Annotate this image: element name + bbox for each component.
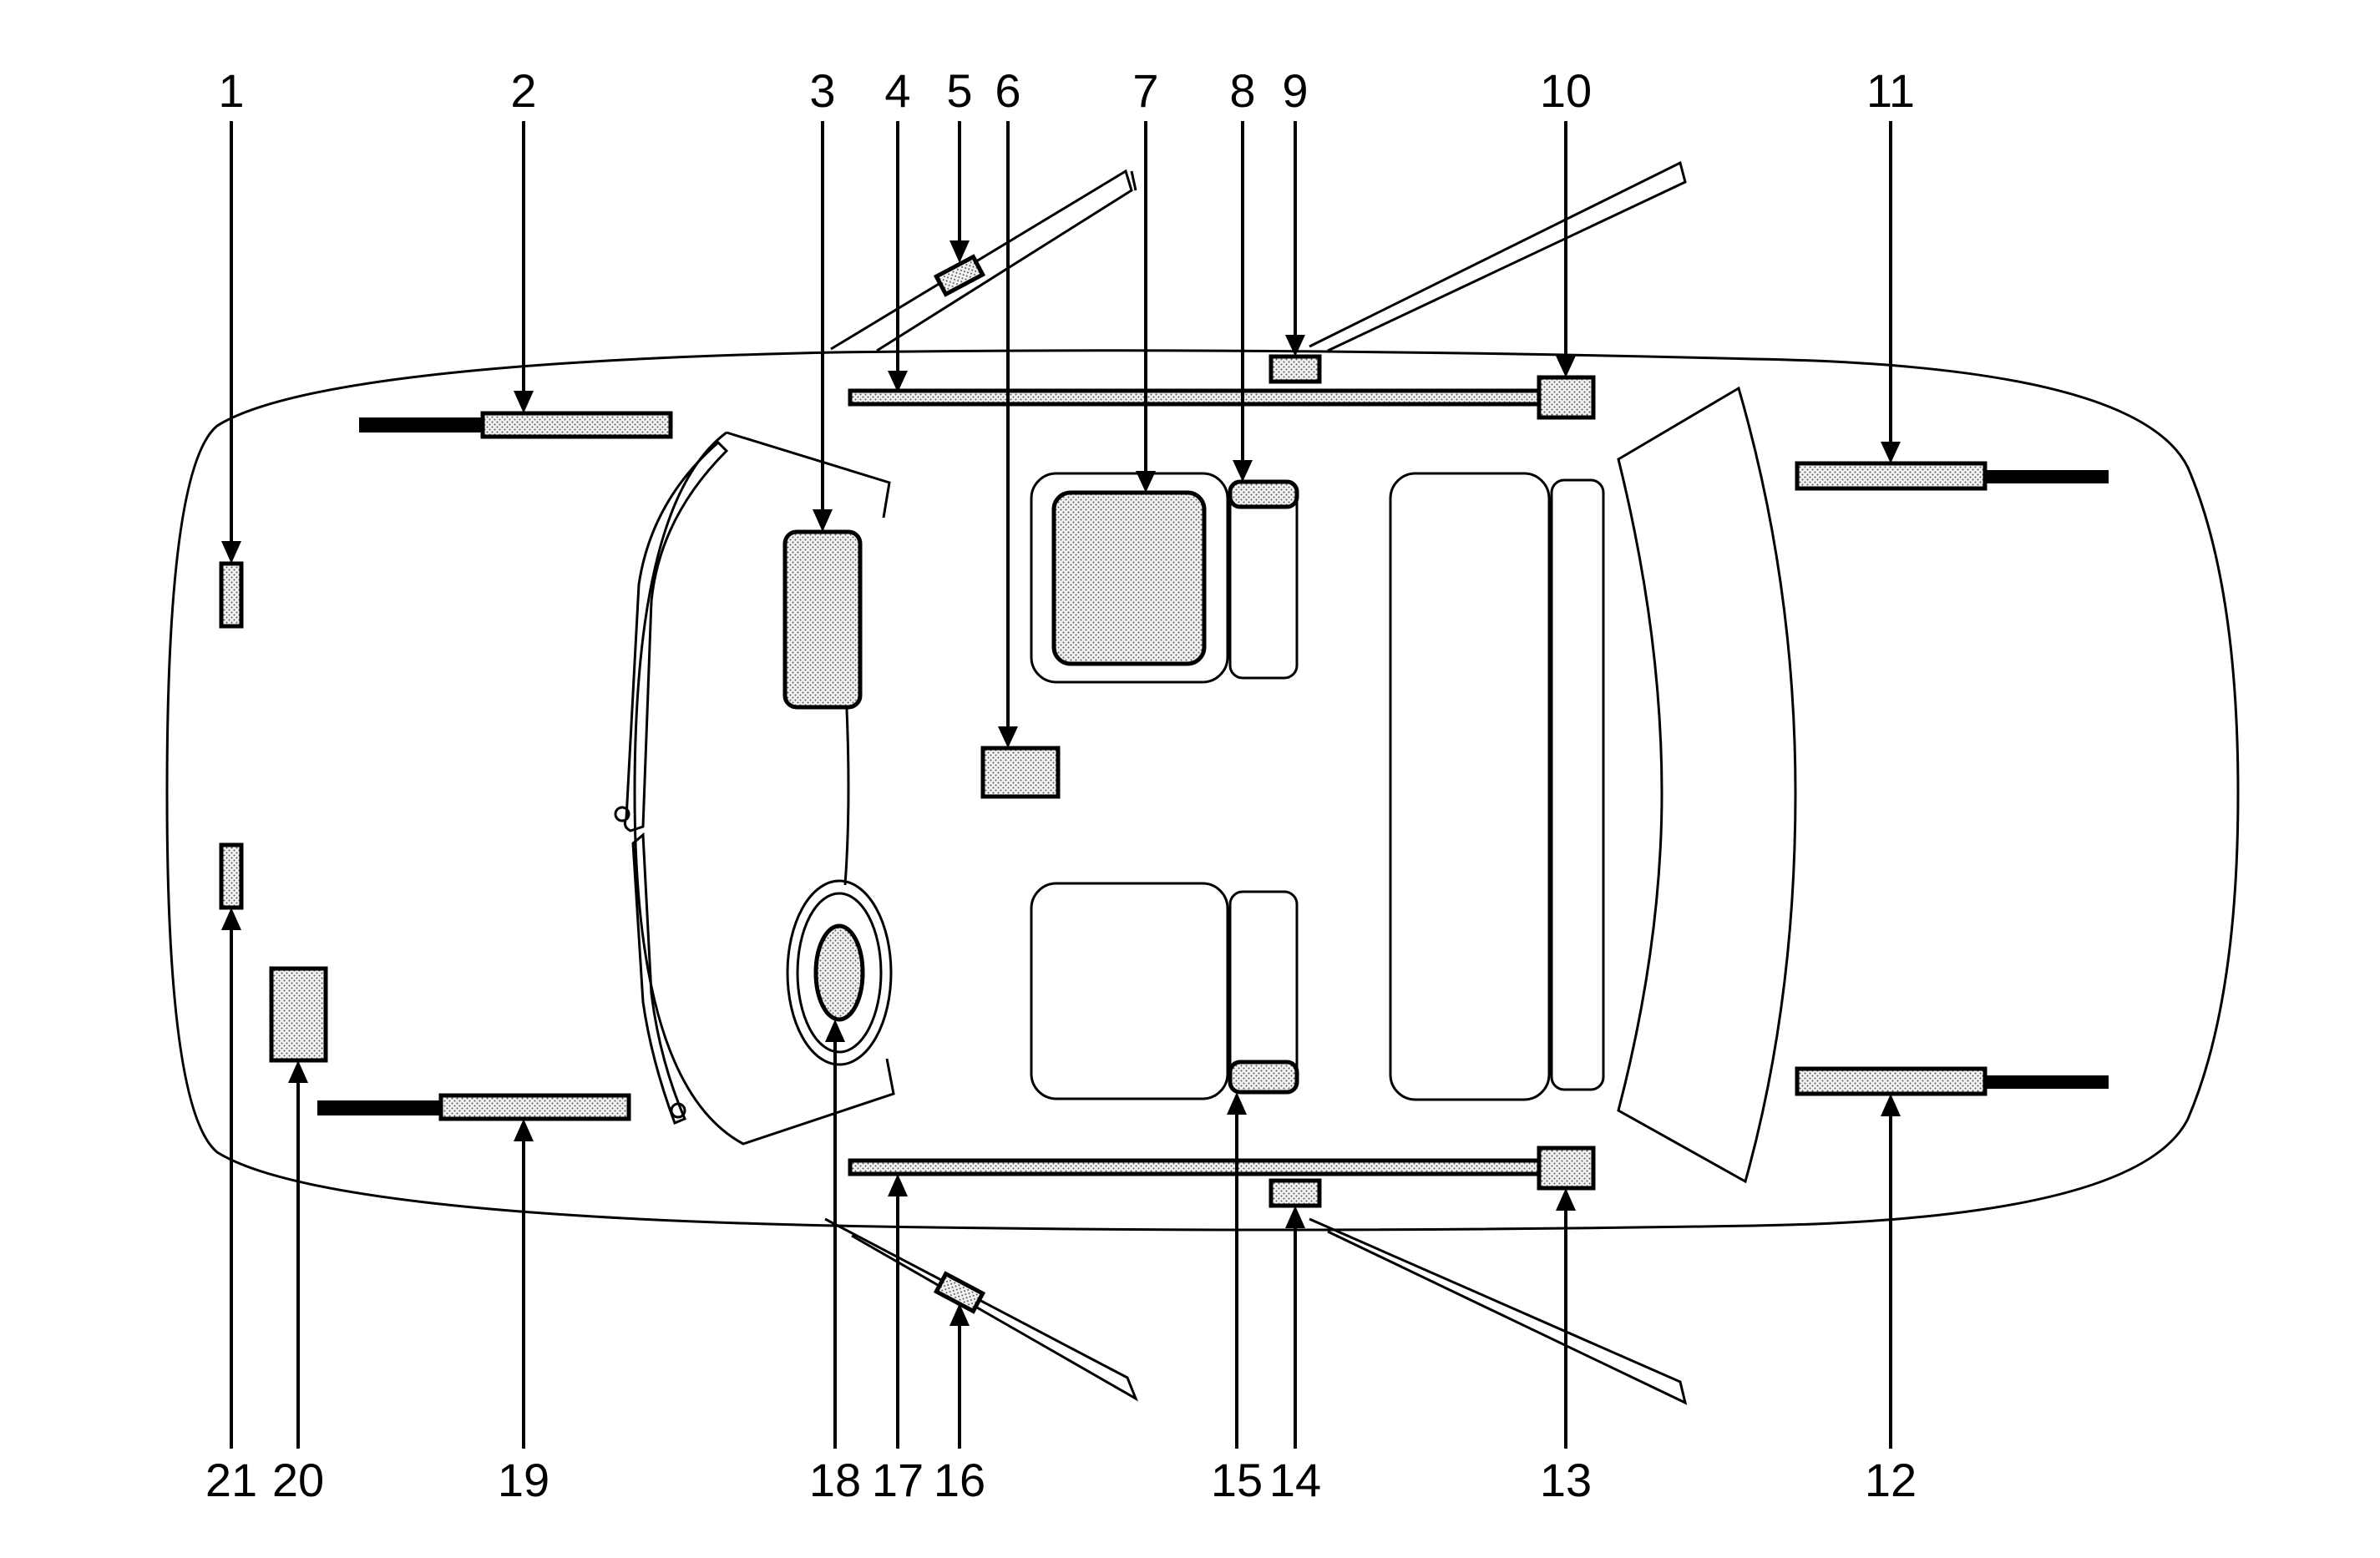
- callout-21: 21: [205, 1454, 257, 1506]
- front-module-box-icon: [269, 966, 328, 1063]
- callout-labels-bottom: 21 20 19 18 17 16 15 14 13 12: [205, 1454, 1917, 1506]
- callout-6: 6: [995, 64, 1020, 117]
- roof-rail-inflator-right-icon: [1537, 1146, 1596, 1191]
- callout-labels-top: 1 2 3 4 5 6 7 8 9 10 11: [218, 64, 1915, 117]
- callout-10: 10: [1540, 64, 1592, 117]
- vehicle-body: [165, 349, 2240, 1232]
- callout-17: 17: [872, 1454, 924, 1506]
- seat-side-airbag-left-icon: [1228, 479, 1299, 509]
- callout-18: 18: [809, 1454, 861, 1506]
- front-impact-sensor-right-icon: [219, 842, 244, 910]
- leader-arrows-top: [221, 121, 1901, 748]
- passenger-airbag-module-icon: [782, 529, 863, 710]
- callout-11: 11: [1866, 64, 1915, 117]
- front-side-sensor-left-icon: [359, 411, 673, 439]
- front-seat-driver: [1030, 882, 1299, 1100]
- rear-sensor-right-icon: [1795, 1066, 2109, 1096]
- steering-wheel-icon: [786, 879, 893, 1066]
- callout-16: 16: [934, 1454, 985, 1506]
- wiper-blades-icon: [614, 440, 729, 1125]
- roof-rail-airbag-left-icon: [848, 388, 1542, 407]
- sensing-diagnostic-module-icon: [980, 746, 1061, 799]
- roof-rail-airbag-right-icon: [848, 1158, 1542, 1176]
- rear-window: [1617, 386, 1797, 1184]
- side-impact-sensor-left-icon: [1268, 354, 1322, 384]
- door-right-front: [824, 1217, 1138, 1402]
- door-sensor-left-front-icon: [933, 254, 986, 297]
- callout-2: 2: [510, 64, 536, 117]
- callout-20: 20: [272, 1454, 324, 1506]
- callout-12: 12: [1865, 1454, 1917, 1506]
- door-left-rear: [1309, 160, 1687, 352]
- callout-19: 19: [498, 1454, 549, 1506]
- passenger-presence-sensor-icon: [1051, 490, 1207, 666]
- callout-7: 7: [1132, 64, 1158, 117]
- callout-14: 14: [1269, 1454, 1321, 1506]
- callout-9: 9: [1282, 64, 1308, 117]
- callout-13: 13: [1540, 1454, 1592, 1506]
- callout-5: 5: [946, 64, 972, 117]
- steering-wheel-airbag-icon: [813, 923, 865, 1022]
- side-impact-sensor-right-icon: [1268, 1178, 1322, 1208]
- callout-8: 8: [1229, 64, 1255, 117]
- callout-4: 4: [884, 64, 910, 117]
- door-left-front: [830, 169, 1137, 352]
- leader-arrows-bottom: [221, 908, 1901, 1449]
- seat-side-airbag-right-icon: [1228, 1060, 1299, 1095]
- rear-bench-seat: [1389, 472, 1605, 1101]
- callout-15: 15: [1211, 1454, 1263, 1506]
- callout-1: 1: [218, 64, 244, 117]
- front-impact-sensor-left-icon: [219, 561, 244, 629]
- door-sensor-right-front-icon: [933, 1271, 986, 1314]
- rear-sensor-left-icon: [1795, 461, 2109, 491]
- callout-3: 3: [809, 64, 835, 117]
- roof-rail-inflator-left-icon: [1537, 375, 1596, 420]
- front-side-sensor-right-icon: [317, 1093, 631, 1121]
- door-right-rear: [1309, 1217, 1688, 1405]
